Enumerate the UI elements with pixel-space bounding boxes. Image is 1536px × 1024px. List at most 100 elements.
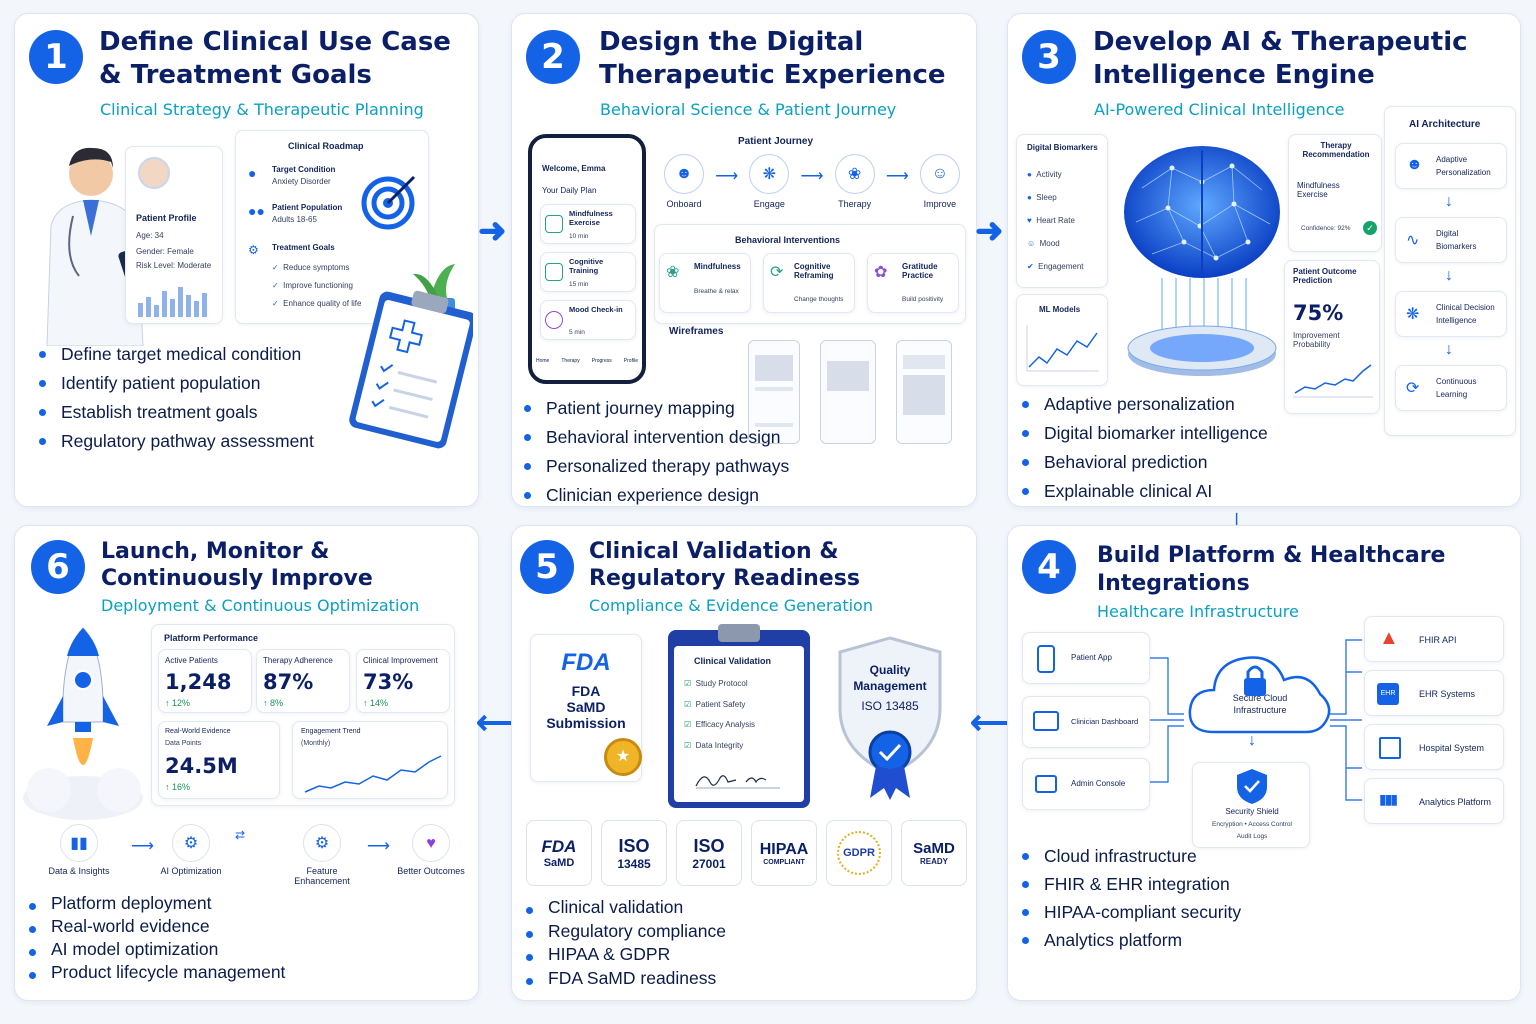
bullet-item: Define target medical condition <box>37 340 314 369</box>
profile-age: Age: 34 <box>136 231 164 240</box>
bullet-item: Clinical validation <box>524 896 726 920</box>
hospital-icon <box>1379 737 1401 759</box>
fda-logo: FDA <box>561 649 611 676</box>
panel-step-5: 5 Clinical Validation &Regulatory Readin… <box>511 525 977 1001</box>
biomarkers-card: Digital Biomarkers ● Activity ● Sleep ♥ … <box>1016 134 1108 288</box>
panel-step-1: 1 Define Clinical Use Case& Treatment Go… <box>14 13 479 507</box>
briefcase-icon <box>1035 775 1057 793</box>
arrow-down-icon: ↓ <box>1445 341 1453 358</box>
step-number: 2 <box>526 30 580 84</box>
validation-checklist: ☑ Study Protocol ☑ Patient Safety ☑ Effi… <box>684 679 756 750</box>
bullet-item: Establish treatment goals <box>37 398 314 427</box>
arrow-right-2-3: ➜ <box>975 212 1004 250</box>
lotus-icon: ❀ <box>834 154 875 194</box>
arch-item[interactable]: ∿Digital Biomarkers <box>1395 217 1507 263</box>
user-gear-icon: ☻ <box>1406 156 1423 173</box>
journey-step: ❋Engage <box>749 154 790 209</box>
cloud-icon <box>1188 656 1331 734</box>
nav-progress[interactable]: Progress <box>591 358 612 364</box>
trend-line-icon <box>1026 325 1099 372</box>
bullet-item: Real-world evidence <box>27 915 285 938</box>
clinical-roadmap-card: Clinical Roadmap ● Target Condition Anxi… <box>235 130 429 324</box>
trend-line-icon <box>304 755 442 793</box>
arrow-right-icon: ⟶ <box>367 838 390 855</box>
patient-app-card[interactable]: Patient App <box>1022 632 1150 684</box>
patient-profile-card: Patient Profile Age: 34 Gender: Female R… <box>125 146 223 324</box>
hospital-system-card[interactable]: Hospital System <box>1364 724 1504 770</box>
check-circle-icon: ✓ <box>1363 221 1377 235</box>
ai-brain-illustration <box>1124 146 1280 376</box>
clinician-dashboard-card[interactable]: Clinician Dashboard <box>1022 696 1150 748</box>
phone-plan: Your Daily Plan <box>542 186 597 195</box>
phone-nav: Home Therapy Progress Profile <box>536 358 638 364</box>
rocket-icon <box>23 627 143 820</box>
step-2-bullets: Patient journey mapping Behavioral inter… <box>522 394 789 506</box>
check-icon: ✓ <box>272 263 279 272</box>
population-value: Adults 18-65 <box>272 215 317 224</box>
bullet-item: HIPAA & GDPR <box>524 943 726 967</box>
bar-chart-icon: ▮▮ <box>60 824 98 862</box>
goals-list: ✓ Reduce symptoms ✓ Improve functioning … <box>272 259 361 313</box>
bullet-item: Platform deployment <box>27 892 285 915</box>
brain-chip-icon: ❋ <box>1406 306 1420 323</box>
analytics-platform-card[interactable]: ▮▮▮Analytics Platform <box>1364 778 1504 824</box>
admin-console-card[interactable]: Admin Console <box>1022 758 1150 810</box>
gratitude-icon: ✿ <box>874 264 888 281</box>
user-check-icon: ☺ <box>919 154 960 194</box>
award-seal-icon: ★ <box>604 738 642 776</box>
moon-icon: ● <box>1027 193 1032 202</box>
step-subtitle: Behavioral Science & Patient Journey <box>600 100 897 119</box>
biomarker-list: ● Activity ● Sleep ♥ Heart Rate ☺ Mood ✔… <box>1027 170 1084 271</box>
person-icon: ☻ <box>664 154 704 194</box>
nav-profile[interactable]: Profile <box>623 358 638 364</box>
population-label: Patient Population <box>272 203 343 212</box>
roadmap-title: Clinical Roadmap <box>288 141 364 151</box>
step-number: 6 <box>31 540 85 594</box>
bullet-item: Product lifecycle management <box>27 961 285 984</box>
bullet-item: AI model optimization <box>27 938 285 961</box>
journey-steps: ☻Onboard ⟶ ❋Engage ⟶ ❀Therapy ⟶ ☺Improve <box>664 154 960 209</box>
wireframe <box>748 340 800 444</box>
nav-home[interactable]: Home <box>536 358 550 364</box>
refresh-icon: ⟳ <box>770 264 784 281</box>
step-1-bullets: Define target medical condition Identify… <box>37 340 314 456</box>
brain-icon <box>545 263 563 281</box>
arch-item[interactable]: ☻Adaptive Personalization <box>1395 143 1507 189</box>
bar-chart-icon: ▮▮▮ <box>1379 791 1398 807</box>
profile-title: Patient Profile <box>136 213 197 223</box>
bullet-item: Personalized therapy pathways <box>522 452 789 481</box>
step-6-bullets: Platform deployment Real-world evidence … <box>27 892 285 984</box>
bullet-item: Analytics platform <box>1020 926 1241 954</box>
bullet-item: Digital biomarker intelligence <box>1020 419 1268 448</box>
nav-therapy[interactable]: Therapy <box>561 358 580 364</box>
arch-item[interactable]: ⟳Continuous Learning <box>1395 365 1507 411</box>
bullet-item: Behavioral intervention design <box>522 423 789 452</box>
connector-lines <box>1150 639 1362 801</box>
arrow-down-icon: ↓ <box>1248 732 1256 749</box>
checkbox-icon: ☑ <box>684 740 692 750</box>
fhir-api-card[interactable]: ▲FHIR API <box>1364 616 1504 662</box>
fda-submission-document: FDA FDA SaMD Submission <box>530 634 642 782</box>
arrow-down-icon: ↓ <box>1445 267 1453 284</box>
arch-item[interactable]: ❋Clinical Decision Intelligence <box>1395 291 1507 337</box>
cycle-icon: ⟳ <box>1406 380 1420 397</box>
arrow-right-1-2: ➜ <box>478 212 507 250</box>
step-title: Launch, Monitor &Continuously Improve <box>101 539 373 591</box>
panel-step-6: 6 Launch, Monitor &Continuously Improve … <box>14 525 479 1001</box>
arrow-icon: ⟶ <box>800 168 824 185</box>
